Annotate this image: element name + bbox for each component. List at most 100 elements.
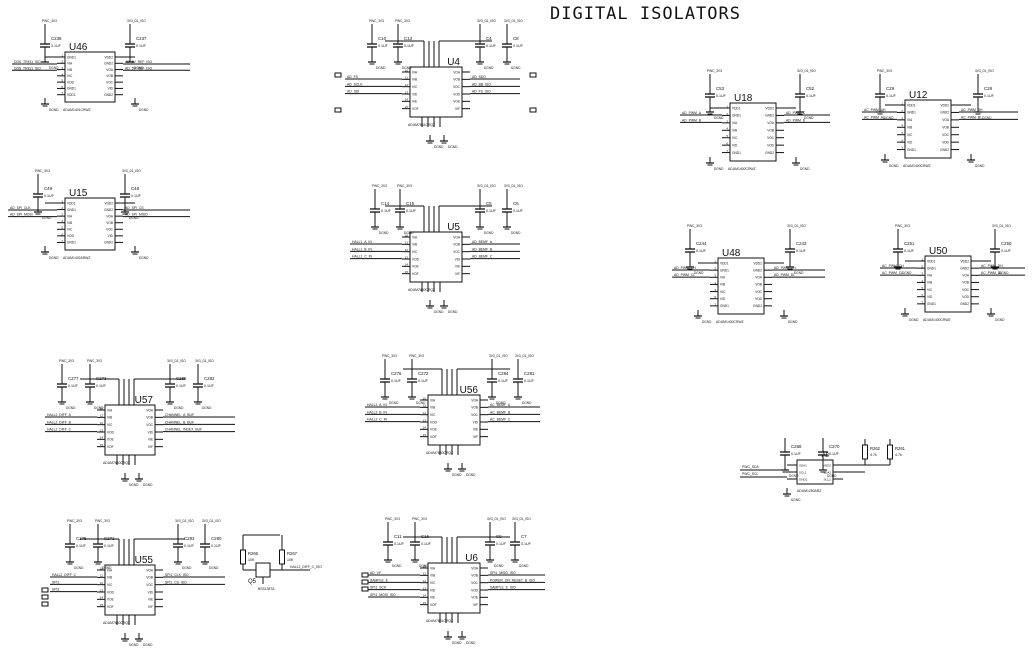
pin-name: VIE	[148, 438, 153, 442]
pin-number: 14	[405, 263, 409, 267]
pin-number: 12	[423, 411, 427, 415]
ground-label: DGND	[999, 271, 1009, 275]
net-label: HALL1_B_IN	[352, 247, 372, 251]
pin-name: VIA	[430, 398, 436, 402]
pin-name: VIB	[720, 283, 725, 287]
pin-number: 14	[423, 594, 427, 598]
capacitor-ref: C9	[496, 534, 502, 539]
capacitor-c48	[120, 180, 130, 206]
pin-name: VID	[473, 420, 479, 424]
chip-ref: U55	[135, 555, 154, 566]
pin-number: 12	[423, 579, 427, 583]
chip-ref: U12	[909, 90, 928, 101]
capacitor-value: 0.1UF	[104, 544, 115, 548]
pin-number: 3	[921, 272, 923, 276]
net-label: HALL2_B_IN	[367, 410, 387, 414]
pin-name: VOC	[471, 581, 479, 585]
pin-name: VOC	[942, 133, 950, 137]
pin-number: 6	[61, 85, 63, 89]
pin-name: VIB	[107, 416, 112, 420]
capacitor-ref: C244	[696, 241, 707, 246]
chip-ref: U6	[465, 553, 478, 564]
pin-number: 5	[61, 226, 63, 230]
net-label: AD_PWM_CL	[674, 273, 695, 277]
chip-part: ADUM7640CRQZ	[426, 451, 453, 455]
capacitor-c268	[780, 438, 790, 464]
chip-u46	[64, 51, 116, 103]
pin-name: GND2	[104, 208, 113, 212]
pin-number: 15	[100, 443, 104, 447]
resistor-ref: R262	[870, 446, 881, 451]
pin-name: GND1	[67, 55, 76, 59]
pin-number: 6	[921, 293, 923, 297]
net-label: CHANNEL_INDEX_BUF	[165, 428, 202, 432]
pin-name: VOD	[107, 590, 115, 594]
pin-name: VIB	[430, 406, 435, 410]
net-label: AD_5V_REF_ISO	[125, 66, 152, 70]
net-label: SPI1_MOSI_ISO	[370, 593, 396, 597]
pin-name: VOB	[146, 416, 153, 420]
capacitor-c15	[395, 195, 405, 221]
pin-name: VIA	[412, 70, 418, 74]
pin-name: VOF	[412, 107, 419, 111]
chip-u57	[104, 404, 156, 456]
pin-name: VIC	[107, 583, 113, 587]
ground-label: DGND	[466, 641, 476, 645]
capacitor-c270	[818, 438, 828, 464]
pin-name: VOB	[453, 78, 460, 82]
ground-label: DGND	[419, 564, 429, 568]
net-label: SPI1_CLK_ISO	[165, 573, 189, 577]
net-label: AD_SPI_CS	[125, 206, 144, 210]
net-label: SPI1	[52, 580, 59, 584]
pin-number: 12	[100, 581, 104, 585]
pin-name: VDD1	[907, 103, 916, 107]
capacitor-ref: C5	[486, 201, 492, 206]
pin-name: VOD	[767, 143, 775, 147]
ground-label: DGND	[466, 473, 476, 477]
pin-number: 6	[714, 295, 716, 299]
pin-name: VOC	[106, 80, 114, 84]
ground-label: DGND	[134, 66, 144, 70]
capacitor-c9	[485, 528, 495, 554]
pin-name: GND1	[927, 302, 936, 306]
capacitor-value: 0.1UF	[394, 542, 405, 546]
net-label: CHANNEL_B_BUF	[165, 420, 194, 424]
capacitor-ref: C16	[421, 534, 430, 539]
pin-name: VOA	[755, 276, 763, 280]
pin-name: VIC	[67, 228, 73, 232]
transistor-q5	[243, 562, 310, 584]
pin-name: VDD2	[940, 103, 949, 107]
chip-ref: U57	[135, 395, 154, 406]
ground-label: DGND	[129, 216, 139, 220]
pin-number: 5	[61, 79, 63, 83]
capacitor-c244	[685, 235, 695, 261]
net-label: SPI2	[52, 588, 59, 592]
pin-name: SDA1	[799, 463, 807, 467]
supply-label: PWC_3V3	[87, 359, 102, 363]
net-label: AD_SPI_CLK	[10, 206, 31, 210]
supply-label: PWC_3V3	[412, 517, 427, 521]
pin-name: VOF	[412, 272, 419, 276]
pin-name: VIE	[455, 265, 460, 269]
ground-label: DGND	[392, 564, 402, 568]
resistor-r266	[240, 549, 246, 565]
pin-name: VIB	[67, 68, 72, 72]
chip-body	[64, 197, 116, 251]
ground-label: DGND	[74, 566, 84, 570]
pin-number: 7	[714, 302, 716, 306]
capacitor-ref: C271	[104, 536, 115, 541]
ground-label: DGND	[982, 116, 992, 120]
net-terminal	[361, 586, 369, 592]
capacitor-ref: C277	[68, 376, 79, 381]
pin-name: VIC	[927, 288, 933, 292]
pin-number: 5	[714, 288, 716, 292]
capacitor-value: 0.1UF	[421, 542, 432, 546]
chip-part: ADUM1250ARZ	[797, 489, 821, 493]
ground-label: DGND	[791, 498, 801, 502]
capacitor-value: 0.1UF	[796, 249, 807, 253]
pin-name: VIE	[148, 598, 153, 602]
pin-number: 1	[714, 259, 716, 263]
ground-label: DGND	[511, 66, 521, 70]
ground-label: DGND	[889, 164, 899, 168]
pin-name: VOA	[453, 70, 461, 74]
